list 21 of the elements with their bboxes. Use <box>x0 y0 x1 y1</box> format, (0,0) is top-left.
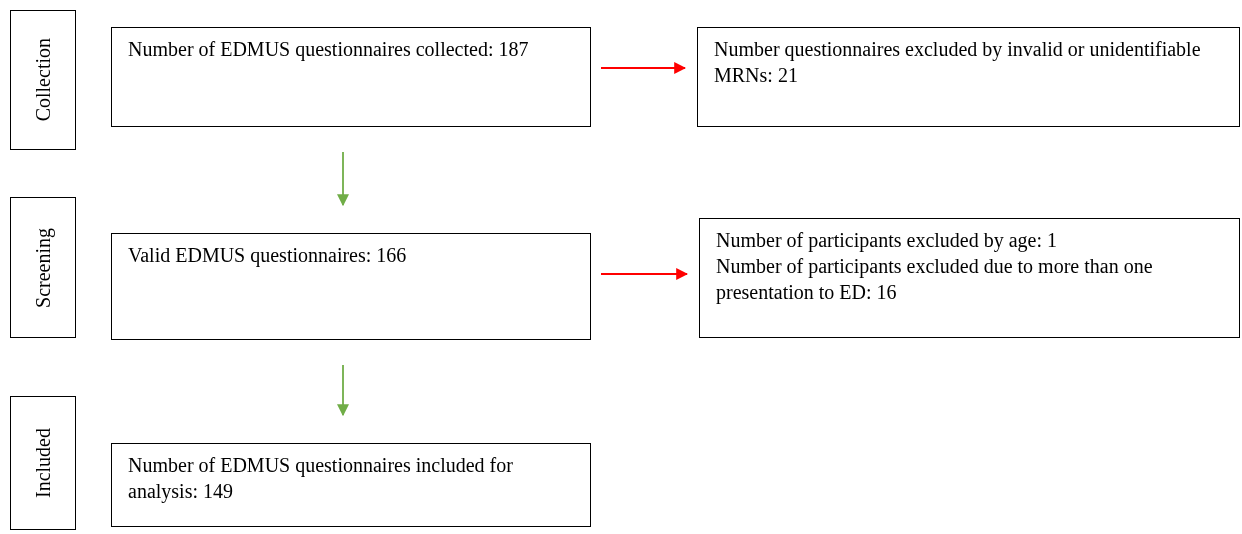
arrow <box>600 268 689 280</box>
box-text: Number of participants excluded due to more than one presentation to ED: 16 <box>716 254 1154 305</box>
process-box <box>111 27 591 127</box>
stage-box <box>10 197 76 338</box>
stage-label: Included <box>31 428 55 498</box>
box-text: Valid EDMUS questionnaires: 166 <box>128 243 408 268</box>
stage-label: Screening <box>31 227 55 308</box>
stage-box <box>10 10 76 150</box>
box-text: Number of EDMUS questionnaires included for analysis: 149 <box>128 453 514 504</box>
process-box <box>111 233 591 340</box>
process-box <box>699 218 1240 338</box>
arrow <box>337 364 349 417</box>
process-box <box>697 27 1240 127</box>
arrow <box>600 62 687 74</box>
stage-box <box>10 396 76 530</box>
box-text: Number questionnaires excluded by invalid or unidentifiable MRNs: 21 <box>714 37 1202 88</box>
box-text: Number of participants excluded by age: 1 <box>716 228 1058 253</box>
arrow <box>337 151 349 207</box>
stage-label: Collection <box>31 38 55 122</box>
process-box <box>111 443 591 527</box>
box-text: Number of EDMUS questionnaires collected: 187 <box>128 37 530 62</box>
